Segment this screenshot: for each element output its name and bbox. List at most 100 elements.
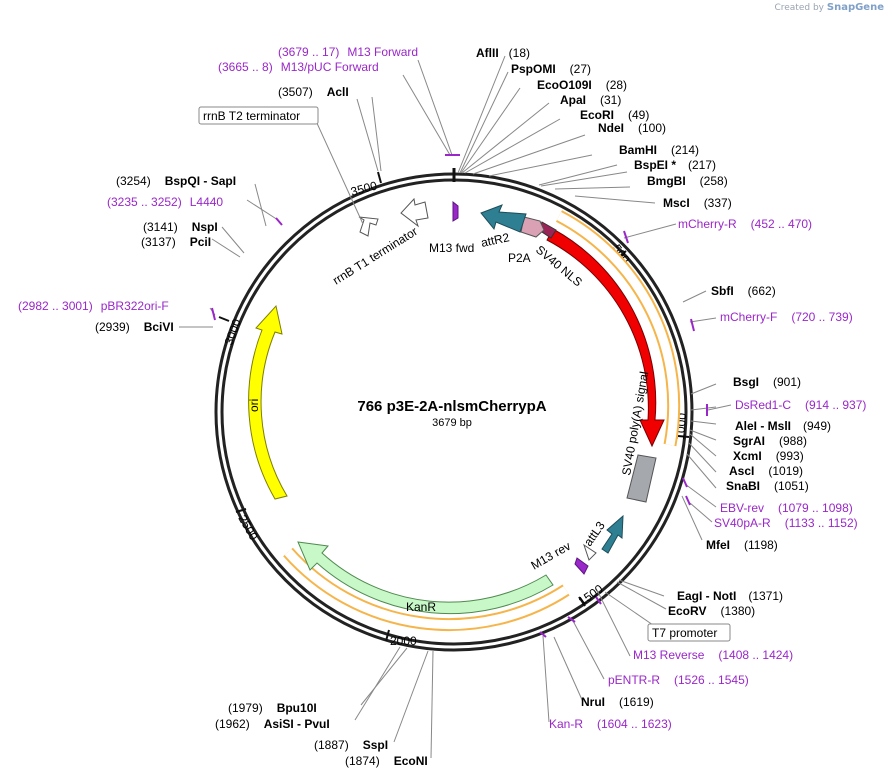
ori-feature[interactable] (248, 304, 288, 500)
enzyme-pos: (1019) (768, 464, 803, 478)
enzyme-site[interactable]: AflII(18) (476, 46, 530, 60)
primer-site[interactable]: pENTR-R(1526 .. 1545) (608, 673, 749, 687)
p2a-label: P2A (508, 251, 531, 265)
primer-site[interactable]: EBV-rev(1079 .. 1098) (720, 501, 853, 515)
enzyme-site[interactable]: (2939)BciVI (95, 320, 174, 334)
primer-name: mCherry-F (720, 310, 777, 324)
tick-1000 (677, 435, 690, 438)
ori-label: ori (247, 399, 261, 412)
enzyme-site[interactable]: MscI(337) (663, 196, 732, 210)
primer-site[interactable]: mCherry-F (720 .. 739) (720, 310, 853, 324)
enzyme-name: BciVI (144, 320, 174, 334)
enzyme-site[interactable]: (3507)AclI (278, 85, 349, 99)
enzyme-name: SbfI (711, 284, 734, 298)
primer-site[interactable]: mCherry-R(452 .. 470) (678, 217, 812, 231)
rrnb-t1-feature[interactable] (400, 197, 429, 228)
m13-rev-label: M13 rev (529, 539, 574, 573)
enzyme-name: EagI - NotI (677, 589, 736, 603)
enzyme-site[interactable]: (1887)SspI (314, 738, 388, 752)
tick-2000 (385, 629, 390, 642)
kanr-feature[interactable] (297, 541, 554, 615)
primer-name: M13/pUC Forward (281, 60, 379, 74)
enzyme-site[interactable]: (1874)EcoNI (345, 754, 428, 768)
enzyme-site[interactable]: (3137)PciI (141, 235, 211, 249)
t7-promoter-box (647, 623, 731, 642)
primer-name: SV40pA-R (714, 516, 771, 530)
enzyme-site[interactable]: BsgI(901) (733, 375, 801, 389)
mcherry-feature[interactable] (546, 228, 665, 448)
tick-2500 (235, 508, 247, 513)
enzyme-site[interactable]: PspOMI(27) (511, 62, 591, 76)
enzyme-site[interactable]: SbfI(662) (711, 284, 776, 298)
primer-name: pBR322ori-F (101, 299, 169, 313)
enzyme-site[interactable]: MfeI(1198) (706, 538, 778, 552)
enzyme-pos: (1962) (215, 717, 250, 731)
attl3-feature[interactable] (601, 514, 624, 554)
sv40-polya-feature[interactable] (626, 454, 657, 503)
enzyme-site[interactable]: EcoRV(1380) (668, 604, 755, 618)
enzyme-site[interactable]: EagI - NotI(1371) (677, 589, 783, 603)
enzyme-site[interactable]: EcoO109I(28) (537, 78, 627, 92)
boxed-labels: rrnB T2 terminator T7 promoter (198, 106, 731, 642)
enzyme-site[interactable]: SnaBI(1051) (726, 479, 809, 493)
primer-site[interactable]: (3665 .. 8) M13/pUC Forward (218, 60, 379, 74)
tick-label-1500: 1500 (576, 581, 606, 608)
p2a-feature[interactable] (520, 216, 545, 238)
primer-range: (720 .. 739) (791, 310, 852, 324)
enzyme-name: EcoNI (394, 754, 428, 768)
enzyme-site[interactable]: SgrAI(988) (733, 434, 807, 448)
primer-site[interactable]: SV40pA-R(1133 .. 1152) (714, 516, 858, 530)
primer-site[interactable]: (3679 .. 17)M13 Forward (278, 45, 418, 59)
gray-arrow-feature (583, 543, 597, 561)
enzyme-pos: (28) (606, 78, 627, 92)
rrnb-t1-label: rrnB T1 terminator (330, 224, 420, 287)
enzyme-name: BamHI (619, 143, 657, 157)
primer-labels: (3679 .. 17)M13 Forward (3665 .. 8) M13/p… (18, 45, 866, 731)
tick-label-3000: 3000 (222, 317, 244, 347)
enzyme-site[interactable]: BmgBI(258) (647, 174, 728, 188)
enzyme-site[interactable]: NruI(1619) (581, 695, 654, 709)
rrnb-t2-label[interactable]: rrnB T2 terminator (203, 109, 300, 123)
attr2-feature[interactable] (480, 204, 527, 233)
primer-range: (1079 .. 1098) (778, 501, 853, 515)
enzyme-name: NruI (581, 695, 605, 709)
enzyme-pos: (949) (803, 419, 831, 433)
snapgene-logo: SnapGene (826, 2, 884, 13)
m13-rev-feature[interactable] (574, 557, 589, 575)
label-connectors (179, 55, 732, 759)
enzyme-pos: (1198) (744, 538, 778, 552)
enzyme-pos: (27) (570, 62, 591, 76)
enzyme-site[interactable]: BamHI(214) (619, 143, 699, 157)
enzyme-pos: (3137) (141, 235, 176, 249)
t7-promoter-label[interactable]: T7 promoter (652, 626, 717, 640)
enzyme-pos: (1887) (314, 738, 349, 752)
enzyme-site[interactable]: XcmI(993) (733, 449, 804, 463)
enzyme-site[interactable]: (1962)AsiSI - PvuI (215, 717, 330, 731)
enzyme-site[interactable]: AscI(1019) (729, 464, 803, 478)
enzyme-pos: (217) (688, 158, 716, 172)
enzyme-site[interactable]: NdeI(100) (598, 121, 666, 135)
primer-site[interactable]: (3235 .. 3252)L4440 (107, 195, 223, 209)
enzyme-site[interactable]: (1979)Bpu10I (228, 701, 317, 715)
tick-label-2500: 2500 (235, 513, 261, 543)
rrnb-t2-feature[interactable] (358, 216, 379, 237)
m13-fwd-feature[interactable] (452, 200, 459, 222)
tick-label-3500: 3500 (349, 178, 379, 199)
enzyme-site[interactable]: AleI - MslI(949) (735, 419, 831, 433)
primer-site[interactable]: (2982 .. 3001) pBR322ori-F (18, 299, 169, 313)
primer-site[interactable]: DsRed1-C(914 .. 937) (735, 398, 866, 412)
enzyme-site[interactable]: (3254)BspQI - SapI (116, 174, 236, 188)
enzyme-name: BspEI * (634, 158, 676, 172)
primer-range: (452 .. 470) (751, 217, 812, 231)
enzyme-name: XcmI (733, 449, 762, 463)
enzyme-pos: (18) (509, 46, 530, 60)
primer-range: (3665 .. 8) (218, 60, 273, 74)
enzyme-site[interactable]: EcoRI(49) (580, 108, 649, 122)
enzyme-site[interactable]: BspEI * (217) (634, 158, 716, 172)
primer-site[interactable]: M13 Reverse(1408 .. 1424) (633, 648, 793, 662)
primer-range: (2982 .. 3001) (18, 299, 93, 313)
primer-site[interactable]: Kan-R(1604 .. 1623) (549, 717, 672, 731)
enzyme-site[interactable]: ApaI(31) (560, 93, 621, 107)
enzyme-name: Bpu10I (277, 701, 317, 715)
enzyme-site[interactable]: (3141)NspI (143, 220, 218, 234)
